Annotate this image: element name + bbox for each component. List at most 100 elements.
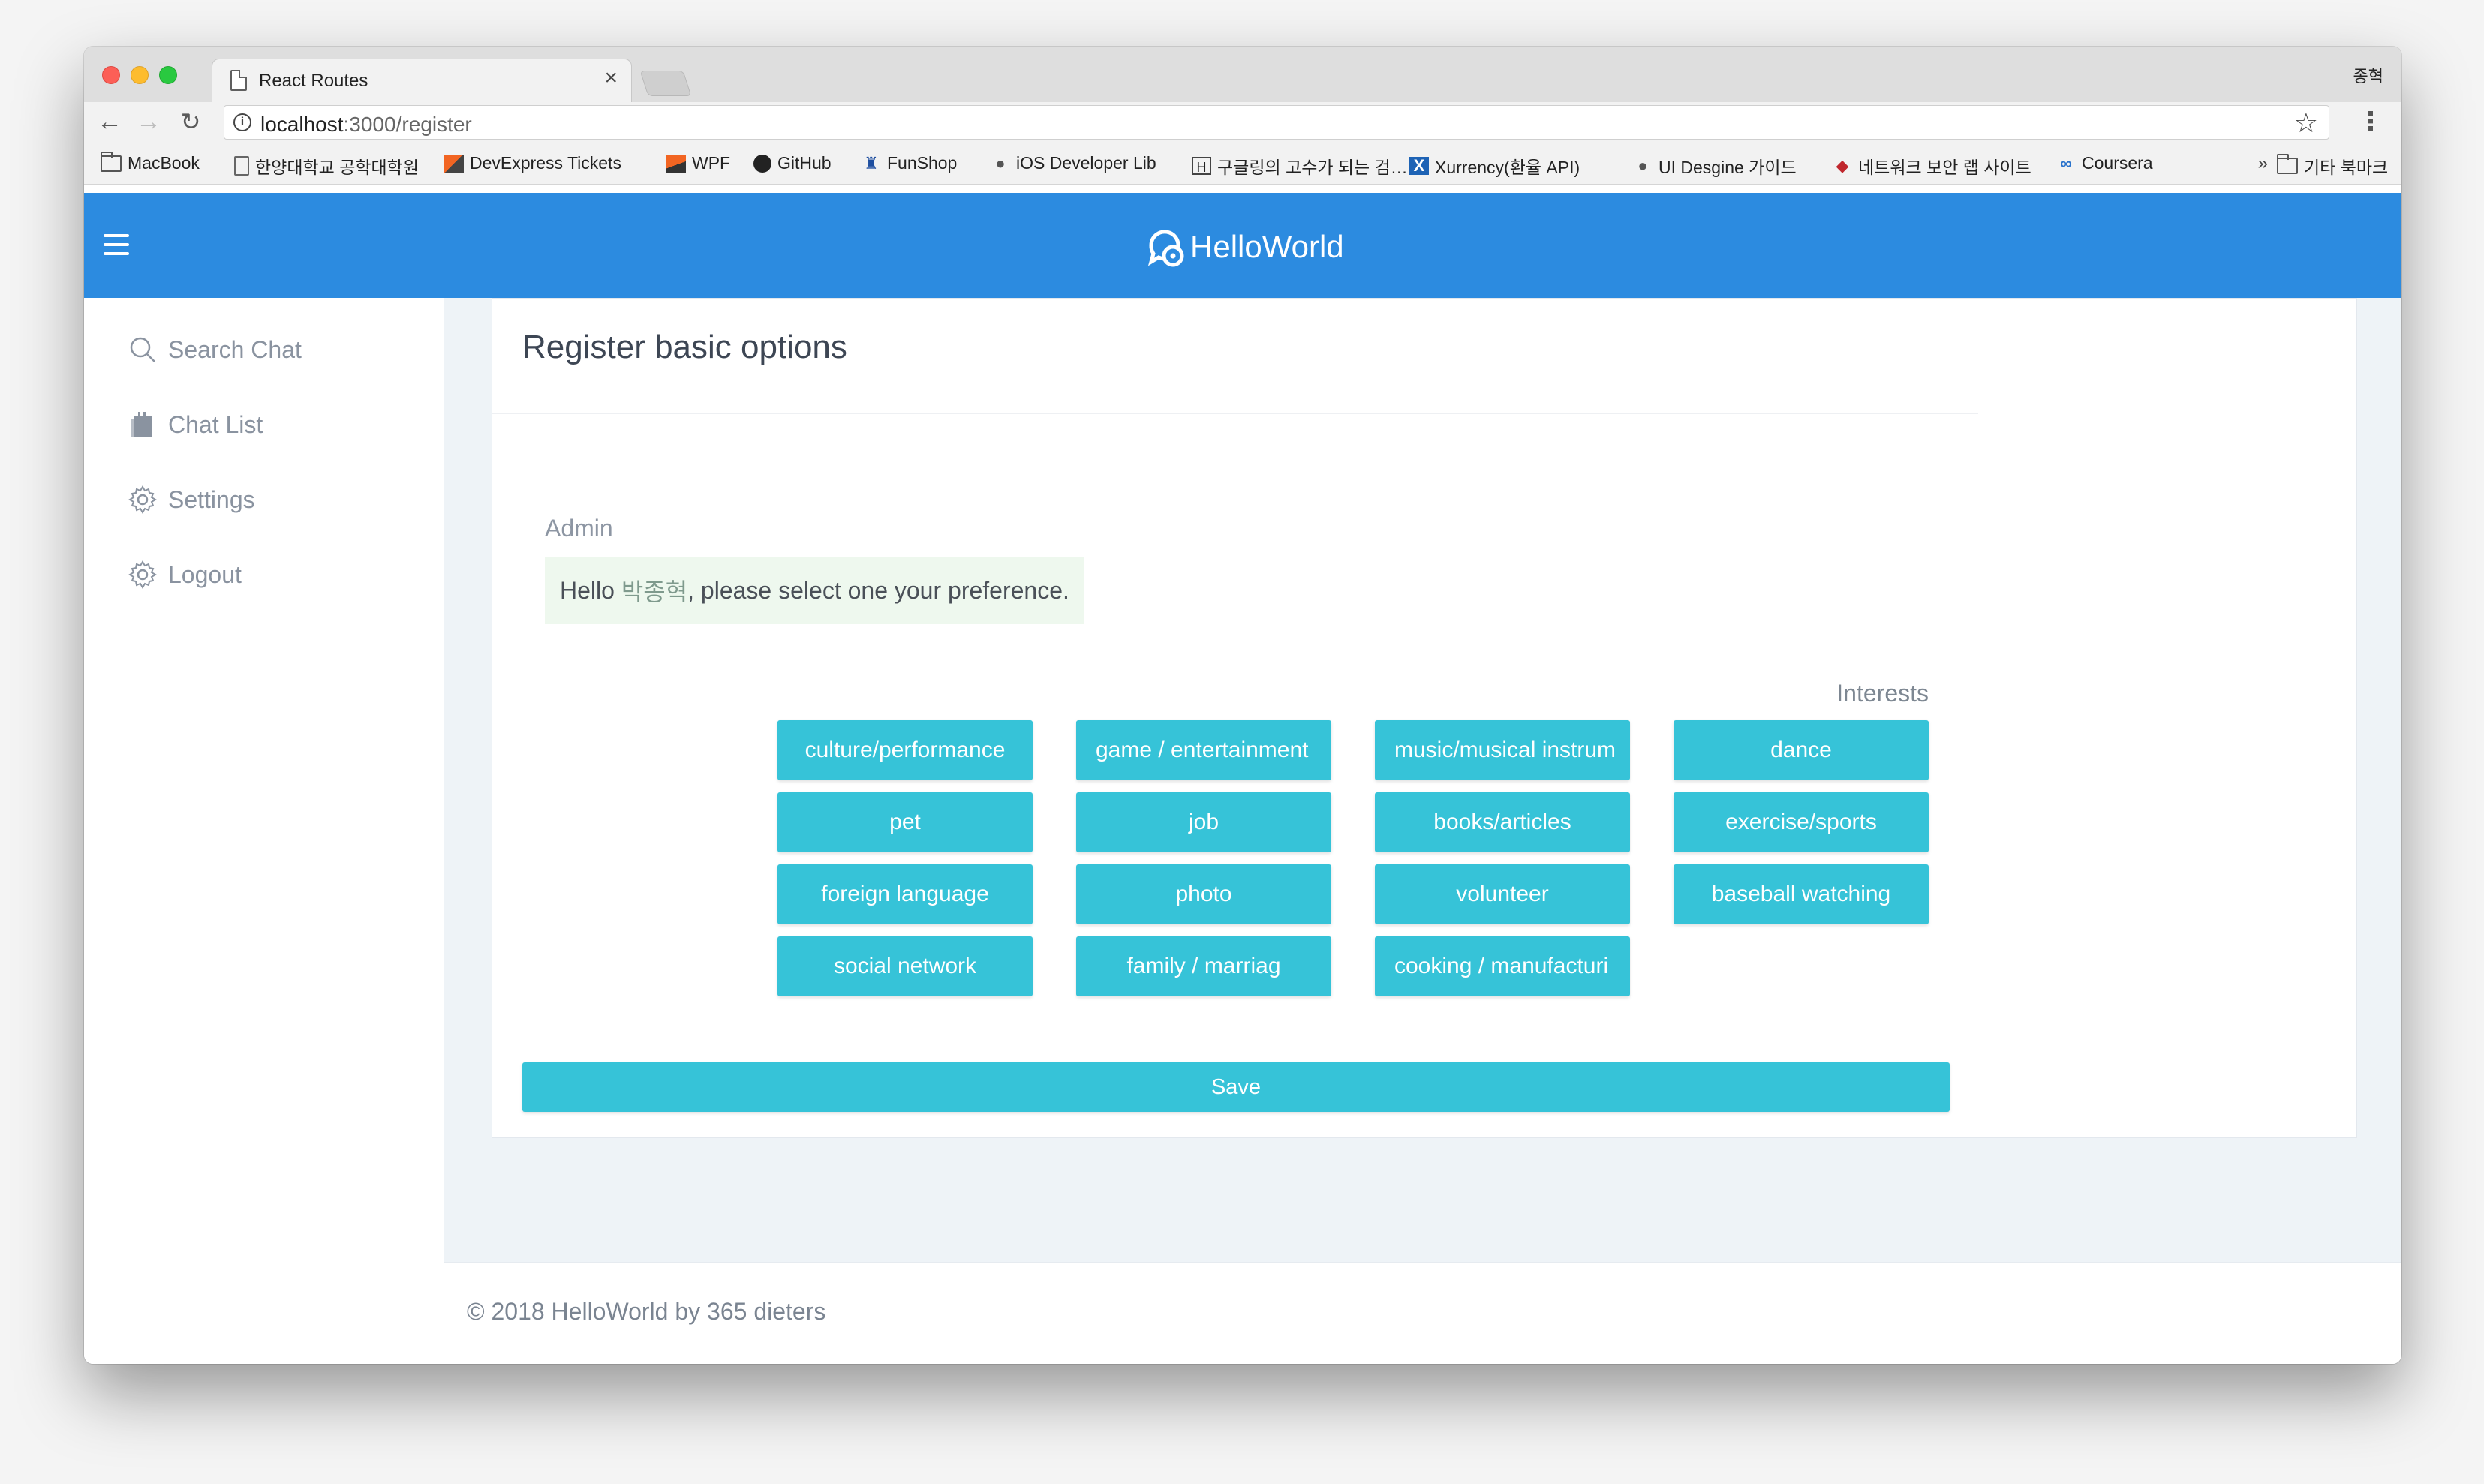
- interest-chip-family-marriage[interactable]: family / marriag: [1076, 936, 1331, 996]
- bookmark-hanyang[interactable]: 한양대학교 공학대학원: [234, 153, 419, 179]
- sidebar-item-chat-list[interactable]: Chat List: [128, 402, 263, 447]
- interest-chip-cooking-manufacturing[interactable]: cooking / manufacturi: [1375, 936, 1630, 996]
- bookmarks-bar: MacBook 한양대학교 공학대학원 DevExpress Tickets W…: [84, 144, 2401, 185]
- interest-chip-job[interactable]: job: [1076, 792, 1331, 852]
- interest-chip-culture-performance[interactable]: culture/performance: [777, 720, 1033, 780]
- url-host: localhost: [260, 113, 344, 136]
- browser-menu-icon[interactable]: ⋮: [2358, 107, 2383, 136]
- tab-title: React Routes: [259, 71, 368, 91]
- interest-chip-social-network[interactable]: social network: [777, 936, 1033, 996]
- h-icon: H: [1192, 157, 1211, 175]
- interest-chip-music-instrument[interactable]: music/musical instrum: [1375, 720, 1630, 780]
- document-icon: [234, 156, 249, 176]
- bookmark-ios-developer[interactable]: ● iOS Developer Lib: [991, 153, 1156, 173]
- interests-label: Interests: [1836, 680, 1929, 707]
- sidebar-item-logout[interactable]: Logout: [128, 552, 242, 597]
- coursera-icon: ∞: [2060, 153, 2072, 173]
- github-icon: [753, 154, 771, 173]
- register-card: Register basic options Admin Hello 박종혁, …: [492, 298, 2357, 1138]
- sidebar-item-settings[interactable]: Settings: [128, 477, 255, 522]
- interest-chip-exercise-sports[interactable]: exercise/sports: [1674, 792, 1929, 852]
- bookmark-label: FunShop: [887, 153, 958, 173]
- bookmark-star-icon[interactable]: ☆: [2293, 107, 2318, 138]
- new-tab-button[interactable]: [639, 71, 692, 96]
- app-root: HelloWorld Search Chat Chat List: [84, 193, 2401, 1364]
- search-icon: [130, 337, 155, 362]
- interest-chip-game-entertainment[interactable]: game / entertainment: [1076, 720, 1331, 780]
- url-text[interactable]: localhost:3000/register: [260, 113, 472, 137]
- document-icon: [230, 70, 247, 91]
- folder-icon: [101, 151, 122, 172]
- bookmark-coursera[interactable]: ∞ Coursera: [2056, 153, 2152, 173]
- save-button[interactable]: Save: [522, 1062, 1950, 1112]
- devexpress-icon: [444, 154, 464, 173]
- tab-close-icon[interactable]: ×: [604, 65, 618, 90]
- bookmark-devexpress[interactable]: DevExpress Tickets: [444, 153, 621, 173]
- page-title: Register basic options: [522, 329, 847, 365]
- footer-copyright: © 2018 HelloWorld by 365 dieters: [467, 1298, 826, 1325]
- interest-chip-photo[interactable]: photo: [1076, 864, 1331, 924]
- brand-name: HelloWorld: [1190, 229, 1344, 264]
- window-minimize-button[interactable]: [131, 66, 149, 84]
- bookmark-label: 구글링의 고수가 되는 검…: [1217, 158, 1408, 177]
- interest-chip-volunteer[interactable]: volunteer: [1375, 864, 1630, 924]
- bookmark-network-security[interactable]: ◆ 네트워크 보안 랩 사이트: [1833, 153, 2031, 179]
- message-user-name: 박종혁: [621, 578, 688, 605]
- bookmark-label: 한양대학교 공학대학원: [255, 158, 419, 177]
- bookmark-wpf[interactable]: WPF: [666, 153, 730, 173]
- brand[interactable]: HelloWorld: [1145, 226, 1344, 268]
- bookmark-funshop[interactable]: ♜ FunShop: [862, 153, 957, 173]
- browser-toolbar: ← → ↻ i localhost:3000/register ☆ ⋮: [84, 102, 2401, 144]
- gear-icon: [128, 560, 157, 589]
- footer: © 2018 HelloWorld by 365 dieters: [444, 1262, 2401, 1364]
- bookmark-label: GitHub: [777, 153, 832, 173]
- browser-titlebar: React Routes × 종혁: [84, 47, 2401, 102]
- interest-chip-pet[interactable]: pet: [777, 792, 1033, 852]
- bookmark-googling[interactable]: H 구글링의 고수가 되는 검…: [1192, 153, 1408, 179]
- bookmark-label: DevExpress Tickets: [470, 153, 621, 173]
- divider: [492, 413, 1978, 414]
- shield-icon: ◆: [1836, 156, 1849, 175]
- bookmark-macbook[interactable]: MacBook: [101, 151, 200, 173]
- bookmark-label: MacBook: [128, 153, 200, 173]
- message-prefix: Hello: [560, 576, 621, 604]
- apple-icon: ●: [995, 153, 1006, 173]
- message-sender: Admin: [545, 515, 613, 542]
- interest-chip-baseball-watching[interactable]: baseball watching: [1674, 864, 1929, 924]
- message-suffix: , please select one your preference.: [687, 576, 1069, 604]
- bookmark-xurrency[interactable]: X Xurrency(환율 API): [1409, 153, 1580, 179]
- bookmarks-overflow-icon[interactable]: »: [2257, 153, 2268, 173]
- url-path: :3000/register: [343, 113, 472, 136]
- interest-chip-books-articles[interactable]: books/articles: [1375, 792, 1630, 852]
- forward-arrow-icon[interactable]: →: [136, 107, 161, 136]
- helloworld-logo-icon: [1147, 230, 1184, 267]
- info-icon[interactable]: i: [233, 113, 251, 131]
- interest-chip-foreign-language[interactable]: foreign language: [777, 864, 1033, 924]
- browser-window: React Routes × 종혁 ← → ↻ i localhost:3000…: [84, 47, 2401, 1364]
- interest-chip-dance[interactable]: dance: [1674, 720, 1929, 780]
- reload-icon[interactable]: ↻: [180, 108, 201, 135]
- bookmark-label: 네트워크 보안 랩 사이트: [1858, 158, 2031, 177]
- funshop-icon: ♜: [864, 153, 879, 173]
- message-bubble: Hello 박종혁, please select one your prefer…: [545, 557, 1084, 624]
- bookmark-github[interactable]: GitHub: [753, 153, 832, 173]
- bookmark-ui-guide[interactable]: ● UI Desgine 가이드: [1633, 153, 1796, 179]
- x-icon: X: [1409, 157, 1429, 175]
- app-header: HelloWorld: [84, 193, 2401, 298]
- sidebar-item-label: Logout: [168, 560, 242, 588]
- chat-list-icon: [131, 412, 152, 437]
- gear-icon: [128, 485, 157, 514]
- apple-icon: ●: [1637, 156, 1648, 175]
- profile-name[interactable]: 종혁: [2353, 67, 2383, 86]
- window-close-button[interactable]: [102, 66, 120, 84]
- browser-tab-react-routes[interactable]: React Routes ×: [212, 59, 632, 102]
- window-maximize-button[interactable]: [159, 66, 177, 84]
- sidebar-item-search-chat[interactable]: Search Chat: [128, 327, 302, 372]
- back-arrow-icon[interactable]: ←: [97, 107, 122, 136]
- sidebar-item-label: Search Chat: [168, 335, 302, 363]
- hamburger-menu-icon[interactable]: [104, 234, 129, 255]
- other-bookmarks[interactable]: 기타 북마크: [2277, 153, 2388, 179]
- address-bar[interactable]: i localhost:3000/register ☆: [224, 105, 2329, 140]
- bookmark-label: WPF: [692, 153, 731, 173]
- sidebar-item-label: Settings: [168, 485, 255, 513]
